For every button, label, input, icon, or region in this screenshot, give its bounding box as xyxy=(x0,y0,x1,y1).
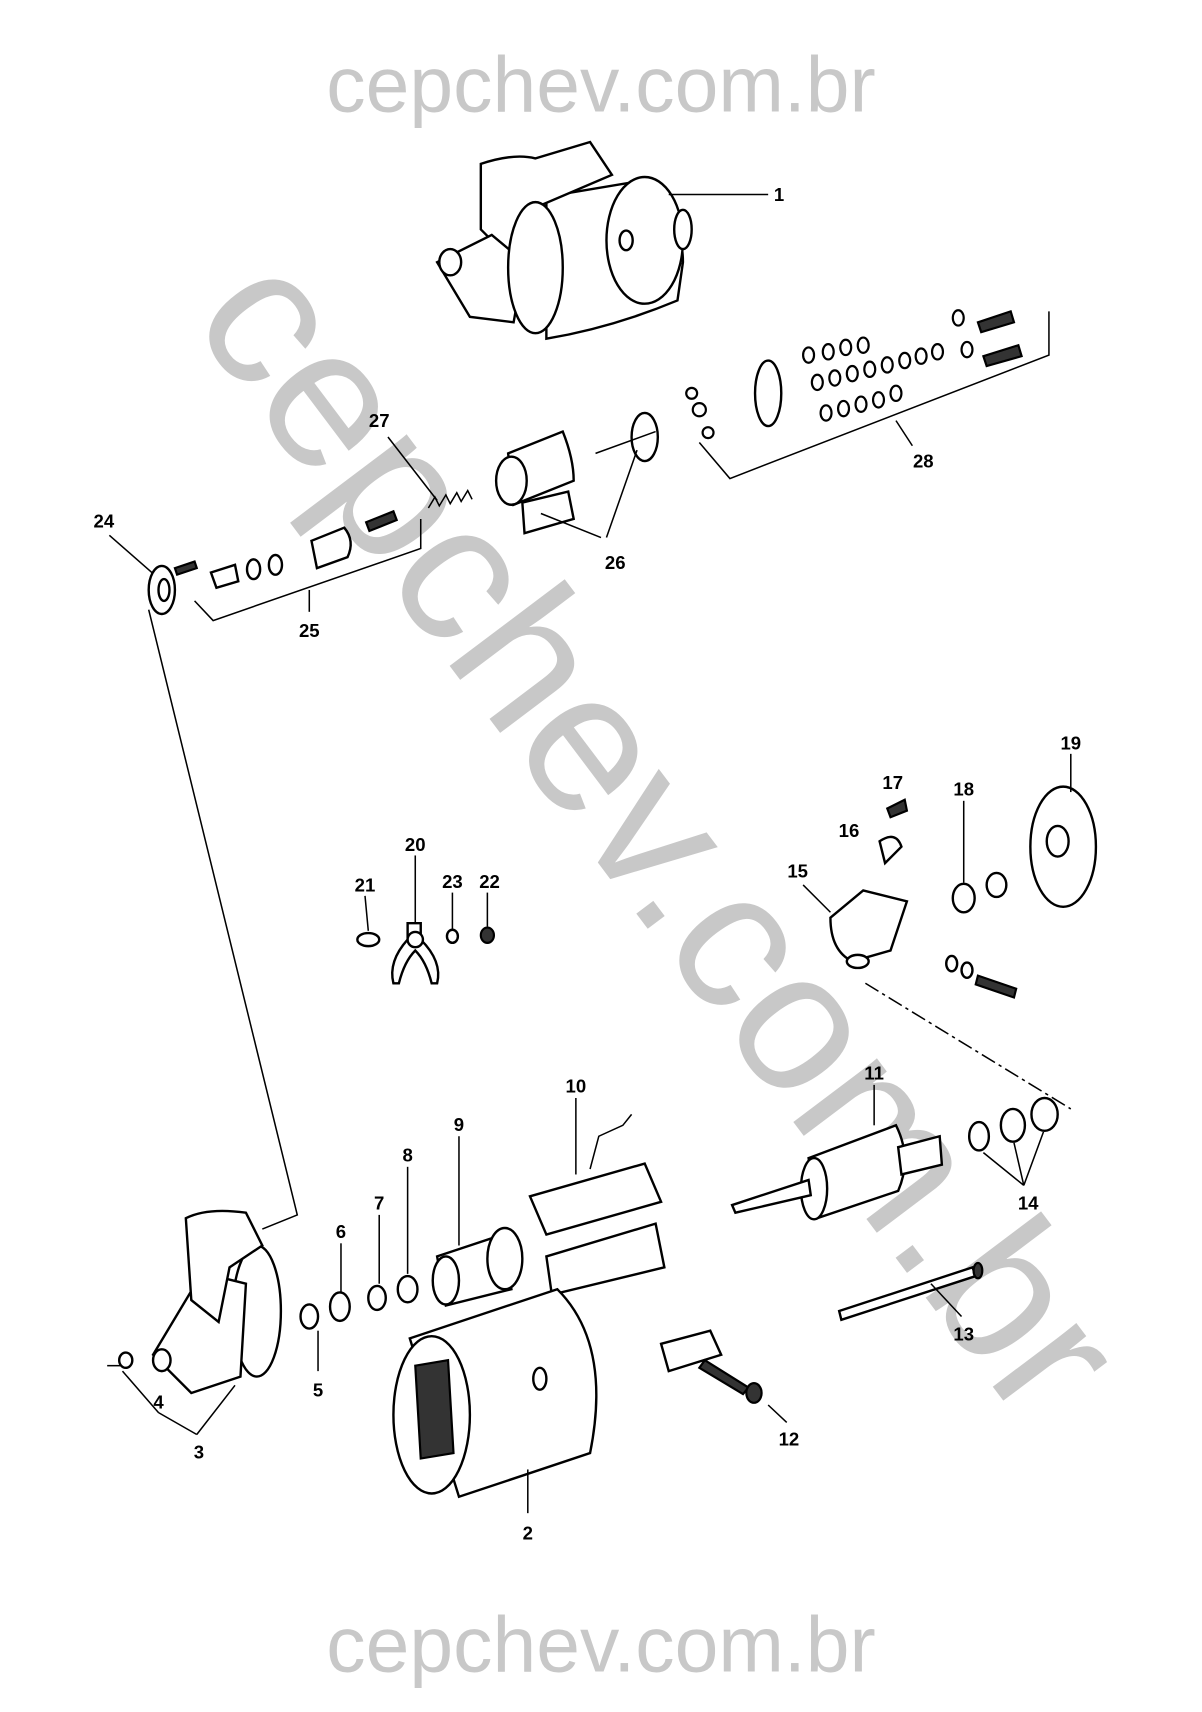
armature xyxy=(730,1084,944,1221)
drive-pinion xyxy=(431,1136,524,1308)
callout-21: 21 xyxy=(355,875,376,896)
end-cover-hardware-set xyxy=(685,309,1050,480)
thrust-washers xyxy=(967,1096,1059,1186)
callout-19: 19 xyxy=(1060,732,1081,753)
plunger-parts xyxy=(173,518,422,622)
plunger-spring xyxy=(364,436,473,533)
yoke-housing xyxy=(392,1287,598,1514)
callout-18: 18 xyxy=(953,778,974,799)
shift-fork xyxy=(356,855,496,985)
callout-25: 25 xyxy=(299,620,320,641)
callout-4: 4 xyxy=(153,1391,164,1412)
callout-27: 27 xyxy=(369,410,390,431)
callout-labels: 1 2 3 4 5 6 7 8 9 10 11 12 13 14 15 16 1… xyxy=(94,184,1082,1543)
drive-end-housing xyxy=(107,1209,283,1436)
drive-end-washers xyxy=(299,1166,419,1372)
callout-12: 12 xyxy=(779,1428,800,1449)
callout-7: 7 xyxy=(374,1192,384,1213)
callout-8: 8 xyxy=(402,1144,412,1165)
callout-24: 24 xyxy=(94,511,115,532)
callout-5: 5 xyxy=(313,1379,323,1400)
solenoid xyxy=(494,411,660,539)
callout-17: 17 xyxy=(882,772,903,793)
callout-2: 2 xyxy=(523,1522,533,1543)
watermark-bottom: cepchev.com.br xyxy=(326,1601,875,1689)
callout-9: 9 xyxy=(454,1114,464,1135)
callout-6: 6 xyxy=(336,1221,346,1242)
through-bolt xyxy=(837,1261,984,1322)
watermark-top: cepchev.com.br xyxy=(326,40,875,128)
brush-holder-parts xyxy=(802,753,1098,1110)
callout-13: 13 xyxy=(953,1324,974,1345)
callout-23: 23 xyxy=(442,871,463,892)
callout-28: 28 xyxy=(913,451,934,472)
callout-1: 1 xyxy=(774,184,784,205)
callout-10: 10 xyxy=(566,1076,587,1097)
callout-26: 26 xyxy=(605,552,626,573)
callout-16: 16 xyxy=(839,820,860,841)
callout-3: 3 xyxy=(194,1442,204,1463)
callout-20: 20 xyxy=(405,834,426,855)
callout-14: 14 xyxy=(1018,1192,1039,1213)
callout-11: 11 xyxy=(864,1062,884,1083)
callout-22: 22 xyxy=(479,871,500,892)
seal xyxy=(108,534,299,1230)
starter-assembly xyxy=(435,140,769,341)
brush-and-screw xyxy=(659,1329,788,1424)
callout-15: 15 xyxy=(787,860,808,881)
field-coils xyxy=(528,1097,666,1297)
